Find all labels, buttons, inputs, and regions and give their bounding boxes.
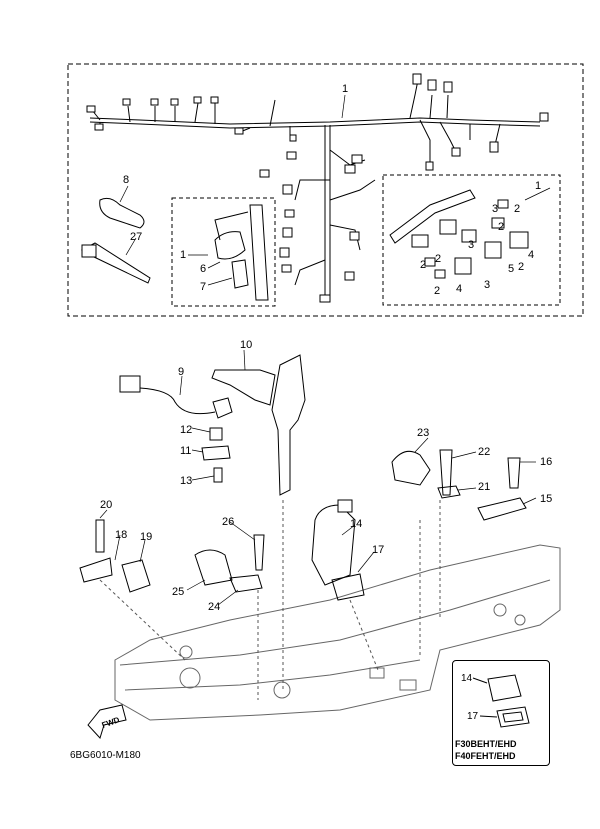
callout-2a: 2 xyxy=(514,203,520,215)
switch-part-25 xyxy=(194,549,233,586)
diagram-code: 6BG6010-M180 xyxy=(70,750,141,761)
callout-25: 25 xyxy=(172,586,184,598)
bolt-part-26 xyxy=(253,534,265,571)
model-2: F40FEHT/EHD xyxy=(455,751,516,761)
callout-2e: 2 xyxy=(518,261,524,273)
callout-14-variant: 14 xyxy=(461,673,473,684)
screw-part-13 xyxy=(213,467,223,483)
callout-5: 5 xyxy=(508,263,514,275)
callout-22: 22 xyxy=(478,446,490,458)
callout-14: 14 xyxy=(350,518,362,530)
callout-1-small: 1 xyxy=(180,249,186,261)
callout-21: 21 xyxy=(478,481,490,493)
callout-18: 18 xyxy=(115,529,127,541)
bolt-part-20 xyxy=(95,519,105,553)
sensor-part-19 xyxy=(121,559,151,593)
bolt-part-16 xyxy=(507,457,521,489)
callout-19: 19 xyxy=(140,531,152,543)
sensor-part-6 xyxy=(214,231,246,260)
variant-inset: 14 17 xyxy=(452,660,550,766)
protective-tube xyxy=(249,204,269,301)
bracket-part-18 xyxy=(79,557,113,583)
callout-numbers: 1 1 1 3 2 2 3 2 2 5 4 2 2 4 3 6 7 8 27 9… xyxy=(100,83,552,613)
harness-connectors xyxy=(86,73,549,303)
callout-1-inset: 1 xyxy=(535,180,541,192)
callout-3b: 3 xyxy=(468,239,474,251)
coupler-inset-frame xyxy=(382,174,561,306)
callout-4b: 4 xyxy=(456,283,462,295)
steering-column xyxy=(271,354,306,496)
couplers xyxy=(411,199,529,279)
washer-part-24 xyxy=(229,574,263,593)
callout-12: 12 xyxy=(180,424,192,436)
callout-2b: 2 xyxy=(498,221,504,233)
callout-7: 7 xyxy=(200,281,206,293)
bottom-cowling xyxy=(114,544,561,721)
callout-3a: 3 xyxy=(492,203,498,215)
holder-part-11 xyxy=(201,445,231,461)
model-list: F30BEHT/EHD F40FEHT/EHD xyxy=(455,738,547,762)
relay-part-14 xyxy=(311,504,356,586)
collar-part-12 xyxy=(209,427,223,441)
callout-2f: 2 xyxy=(434,285,440,297)
callout-2c: 2 xyxy=(420,259,426,271)
plate-part-21 xyxy=(437,485,461,499)
bolt-part-22 xyxy=(439,449,453,496)
callout-23: 23 xyxy=(417,427,429,439)
callout-11: 11 xyxy=(180,445,191,457)
callout-16: 16 xyxy=(540,456,552,468)
callout-8: 8 xyxy=(123,174,129,186)
sensor-inset-frame xyxy=(171,197,276,307)
wire-harness-frame xyxy=(67,63,584,317)
callout-4a: 4 xyxy=(528,249,534,261)
bracket-part-15 xyxy=(477,497,527,521)
wire-harness xyxy=(89,79,541,300)
model-1: F30BEHT/EHD xyxy=(455,739,517,749)
fwd-arrow xyxy=(87,704,127,739)
callout-20: 20 xyxy=(100,499,112,511)
callout-17: 17 xyxy=(372,544,384,556)
clamp-part-8 xyxy=(99,197,145,229)
callout-9: 9 xyxy=(178,366,184,378)
callout-17-variant: 17 xyxy=(467,711,479,722)
sensor-part-7 xyxy=(231,259,249,289)
callout-3c: 3 xyxy=(484,279,490,291)
coupler-harness xyxy=(389,189,476,244)
sensor-part-23 xyxy=(391,450,431,486)
lead-wire-part-9 xyxy=(139,387,216,415)
callout-10: 10 xyxy=(240,339,252,351)
callout-6: 6 xyxy=(200,263,206,275)
callout-2d: 2 xyxy=(435,253,441,265)
grommet-part-17 xyxy=(331,573,365,601)
callout-13: 13 xyxy=(180,475,192,487)
callout-24: 24 xyxy=(208,601,220,613)
callout-15: 15 xyxy=(540,493,552,505)
callout-26: 26 xyxy=(222,516,234,528)
bracket-part-10 xyxy=(211,369,276,406)
callout-1-top: 1 xyxy=(342,83,348,95)
callout-27: 27 xyxy=(130,231,142,243)
